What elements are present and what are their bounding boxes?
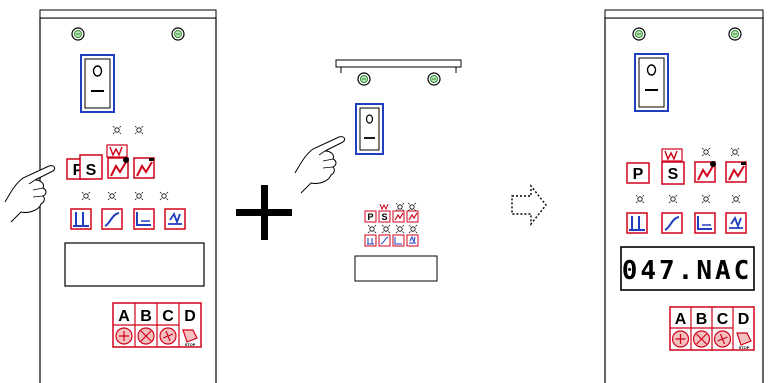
right-station-b-key[interactable]: B [692, 311, 711, 348]
left-power-switch[interactable] [80, 54, 115, 113]
left-display-window [64, 242, 205, 287]
left-station-a-key[interactable]: A [115, 308, 133, 345]
weld-symbol-icon [661, 148, 683, 162]
left-s-key[interactable]: S [79, 154, 103, 180]
right-ramp-key[interactable] [661, 212, 683, 234]
plus-dot-icon [123, 157, 129, 163]
stop-label: STOP [185, 342, 196, 347]
middle-function-keys [364, 234, 419, 247]
svg-text:A: A [675, 311, 687, 328]
screw-icon [357, 72, 371, 86]
svg-text:D: D [184, 308, 196, 325]
left-gap-key[interactable] [70, 208, 92, 230]
left-station-keys: A B C D STOP [112, 302, 202, 348]
svg-text:B: B [696, 311, 708, 328]
right-gap-key[interactable] [626, 212, 648, 234]
result-arrow-icon [511, 183, 547, 227]
s-key-label: S [668, 166, 679, 183]
middle-p-key[interactable]: P [364, 210, 377, 223]
p-key-label: P [633, 166, 644, 183]
svg-text:C: C [162, 308, 174, 325]
middle-s-key[interactable]: S [378, 210, 391, 223]
right-power-switch[interactable] [634, 53, 669, 112]
svg-text:D: D [738, 311, 750, 328]
svg-text:B: B [140, 308, 152, 325]
middle-top-bar [335, 59, 462, 68]
middle-gap-key[interactable] [364, 234, 377, 247]
svg-text:A: A [118, 308, 130, 325]
right-station-c-key[interactable]: C [713, 311, 732, 348]
screw-icon [171, 27, 185, 41]
svg-text:P: P [367, 212, 373, 222]
right-station-d-key[interactable]: D STOP [736, 311, 752, 350]
left-spring-key[interactable] [164, 208, 186, 230]
middle-detail-panel: P S [294, 59, 462, 282]
minus-mark-icon [149, 158, 154, 161]
indicator-light-icon [381, 224, 391, 234]
indicator-light-icon [407, 202, 417, 212]
left-control-panel: P S [4, 9, 217, 383]
left-increase-key[interactable] [107, 157, 129, 179]
plus-dot-icon [710, 161, 716, 167]
left-station-d-key[interactable]: D STOP [182, 308, 198, 347]
screw-icon [71, 27, 85, 41]
svg-text:S: S [381, 212, 387, 222]
indicator-light-icon [395, 202, 405, 212]
left-station-b-key[interactable]: B [137, 308, 155, 345]
middle-spring-key[interactable] [406, 234, 419, 247]
right-spring-key[interactable] [725, 212, 747, 234]
right-level-key[interactable] [694, 212, 716, 234]
weld-symbol-icon [106, 144, 128, 158]
right-panel-top-bar [604, 9, 764, 19]
plus-sign [236, 185, 292, 240]
screw-icon [728, 27, 742, 41]
indicator-light-icon [367, 224, 377, 234]
weld-symbol-icon [379, 203, 389, 211]
left-station-c-key[interactable]: C [159, 308, 177, 345]
p-key-label: P [73, 162, 84, 179]
left-level-key[interactable] [133, 208, 155, 230]
middle-display-window [354, 255, 438, 282]
indicator-light-icon [408, 224, 418, 234]
screw-icon [427, 72, 441, 86]
display-readout: 047.NAC [622, 256, 753, 286]
minus-mark-icon [741, 162, 746, 165]
right-station-keys: A B C D STOP [669, 306, 755, 351]
middle-level-key[interactable] [392, 234, 405, 247]
right-control-panel: P S [604, 9, 764, 383]
left-decrease-key[interactable] [133, 157, 155, 179]
pointing-hand-icon [294, 136, 346, 194]
right-increase-key[interactable] [694, 161, 716, 183]
right-display-window: 047.NAC [620, 246, 755, 291]
middle-power-switch[interactable] [355, 103, 384, 155]
right-s-key[interactable]: S [661, 161, 685, 185]
middle-decrease-key[interactable] [406, 210, 419, 223]
stop-label: STOP [739, 345, 750, 350]
right-p-key[interactable]: P [626, 162, 650, 184]
s-key-label: S [86, 162, 97, 179]
svg-text:C: C [717, 311, 729, 328]
screw-icon [632, 27, 646, 41]
left-ramp-key[interactable] [101, 208, 123, 230]
right-decrease-key[interactable] [725, 161, 747, 183]
left-panel-top-bar [39, 9, 217, 19]
indicator-light-icon [395, 224, 405, 234]
right-station-a-key[interactable]: A [671, 311, 690, 348]
middle-increase-key[interactable] [392, 210, 405, 223]
